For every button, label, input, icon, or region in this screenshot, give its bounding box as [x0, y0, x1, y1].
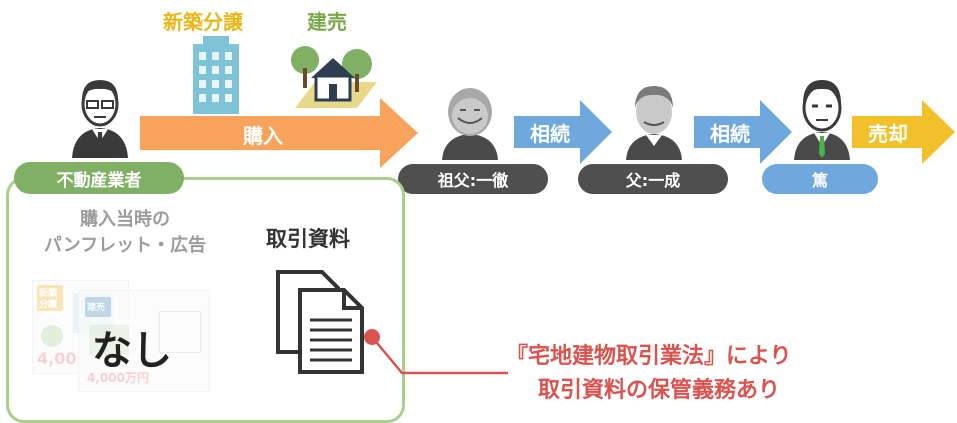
- flyer-tag-new-b: 分譲: [39, 300, 58, 310]
- note-line1: 『宅地建物取引業法』により: [506, 344, 792, 369]
- sell-arrow: [852, 100, 955, 164]
- atsushi-icon: [794, 80, 850, 160]
- documents-icon: [276, 270, 364, 374]
- agent-records-box: [6, 177, 405, 423]
- building-icon: [193, 36, 239, 114]
- flyer-price-1: 4,00: [37, 349, 77, 368]
- agent-badge: 不動産業者: [14, 162, 184, 194]
- note-line2: 取引資料の保管義務あり: [538, 378, 781, 403]
- sell-arrow-label: 売却: [868, 122, 908, 146]
- agent-person-icon: [72, 80, 128, 158]
- grandfather-badge: 祖父:一徹: [398, 164, 548, 194]
- docs-label: 取引資料: [266, 227, 350, 251]
- inherit-arrow-1: [514, 100, 612, 164]
- father-badge: 父:一成: [578, 164, 728, 194]
- pamphlet-label-line2: パンフレット・広告: [43, 235, 207, 256]
- note-connector: [364, 329, 508, 375]
- faded-flyer-2: 建売 4,000万円: [78, 290, 210, 392]
- inherit-arrow-2-label: 相続: [710, 122, 750, 146]
- purchase-arrow-label: 購入: [243, 124, 283, 148]
- built-for-sale-label: 建売: [307, 10, 347, 34]
- none-label: なし: [92, 328, 172, 374]
- father-icon: [626, 86, 682, 160]
- flyer-tag-new: 新築: [39, 289, 58, 299]
- pamphlet-label-line1: 購入当時の: [80, 209, 170, 230]
- inherit-arrow-2: [694, 100, 792, 164]
- flyer-tag-built: 建売: [87, 303, 106, 313]
- house-icon: [291, 46, 377, 108]
- flyer-price-2: 4,000万円: [87, 371, 149, 385]
- new-condo-label: 新築分譲: [163, 10, 243, 34]
- atsushi-badge: 篤: [762, 164, 878, 194]
- grandfather-icon: [442, 88, 498, 160]
- inherit-arrow-1-label: 相続: [530, 122, 570, 146]
- purchase-arrow: [140, 98, 418, 168]
